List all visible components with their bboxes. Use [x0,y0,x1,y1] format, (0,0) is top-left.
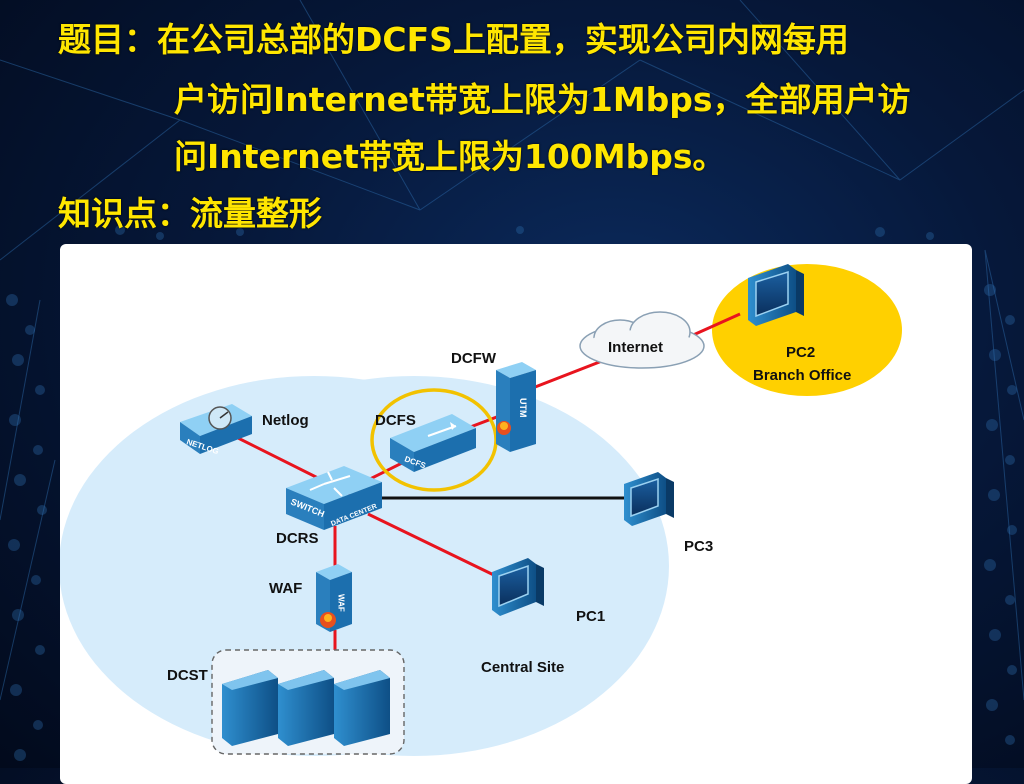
label-dcfw: DCFW [451,350,497,367]
utm-badge-text: UTM [518,398,528,418]
label-netlog: Netlog [262,412,309,429]
label-pc3: PC3 [684,538,713,555]
label-pc2: PC2 [786,344,815,361]
storage-server-icon-2 [278,670,334,746]
label-pc1: PC1 [576,608,605,625]
label-central-site: Central Site [481,659,564,676]
network-topology-diagram: NETLOG DCFS UTM [60,264,902,756]
label-dcrs: DCRS [276,530,319,547]
background-network-pattern [0,0,1024,761]
storage-server-icon-3 [334,670,390,746]
waf-badge-text: WAF [337,594,346,612]
label-internet: Internet [608,339,663,356]
label-branch-office: Branch Office [753,367,851,384]
dcfs-device-icon: DCFS [390,414,476,472]
waf-device-icon: WAF [316,564,352,632]
title-line-1: 题目：在公司总部的DCFS上配置，实现公司内网每用 [58,20,849,59]
label-dcst: DCST [167,667,208,684]
pc1-computer-icon [492,558,544,616]
title-line-3: 问Internet带宽上限为100Mbps。 [174,137,726,176]
pc2-computer-icon [748,264,804,326]
internet-cloud-icon [579,311,705,369]
title-line-2: 户访问Internet带宽上限为1Mbps，全部用户访 [174,80,911,119]
link-dcrs-pc1 [367,512,501,580]
dcfw-firewall-icon: UTM [496,362,536,452]
label-waf: WAF [269,580,302,597]
pc3-computer-icon [624,472,674,526]
knowledge-point: 知识点：流量整形 [58,194,322,233]
label-dcfs: DCFS [375,412,416,429]
storage-server-icon-1 [222,670,278,746]
diagram-card: NETLOG DCFS UTM [60,244,972,784]
